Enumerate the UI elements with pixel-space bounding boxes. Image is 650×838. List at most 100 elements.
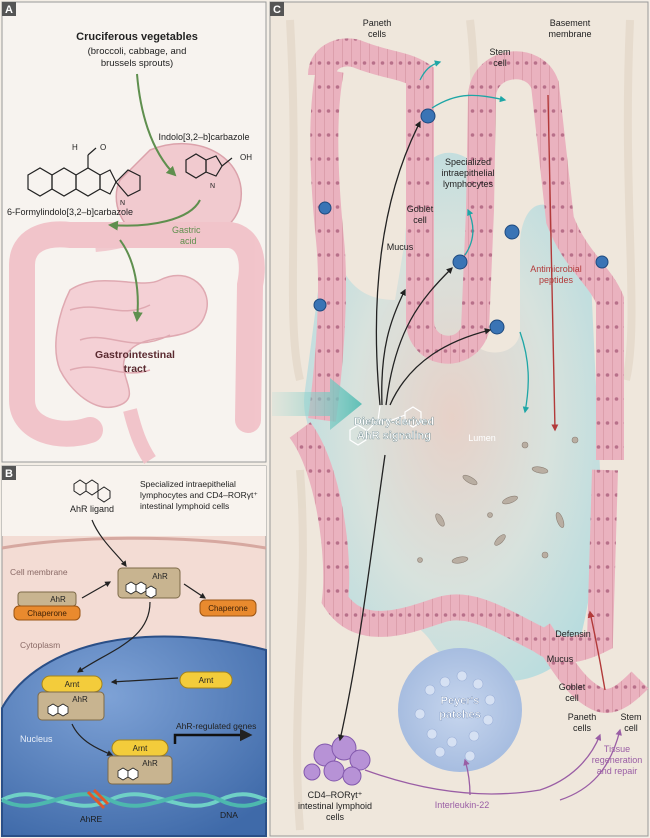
signaling-arrows xyxy=(337,120,492,742)
panel-c: C xyxy=(269,1,649,837)
arrow-to-ahr-bound xyxy=(81,581,112,599)
ahr-ligand-molecule xyxy=(73,479,111,503)
paneth-label-2: cells xyxy=(368,29,387,39)
purple-arrows xyxy=(364,728,622,801)
o-label: O xyxy=(100,143,106,152)
ahr-label-4: AhR xyxy=(142,759,158,768)
gi-tract-illustration xyxy=(9,142,265,464)
paneth2-label-1: Paneth xyxy=(568,712,597,722)
antimicrobial-label-1: Antimicrobial xyxy=(530,264,582,274)
tissue-label-3: and repair xyxy=(597,766,638,776)
spec-label-3: lymphocytes xyxy=(443,179,494,189)
stem2-label-2: cell xyxy=(624,723,638,733)
panel-a-letter: A xyxy=(5,4,13,16)
arnt-label-3: Arnt xyxy=(133,744,148,753)
goblet-label-1: Goblet xyxy=(407,204,434,214)
gastric-acid-line1: Gastric xyxy=(172,225,201,235)
cytoplasm-label: Cytoplasm xyxy=(20,640,60,650)
defensin-label: Defensin xyxy=(555,629,591,639)
ahr-chaperone-complex: AhR Chaperone xyxy=(13,591,81,621)
gene-transcription-arrow xyxy=(173,728,253,744)
indolo-carbazole-label: Indolo[3,2–b]carbazole xyxy=(158,132,249,142)
gi-tract-line2: tract xyxy=(124,363,147,375)
stem-label-2: cell xyxy=(493,58,507,68)
dna-label: DNA xyxy=(220,810,238,820)
stem2-label-1: Stem xyxy=(620,712,641,722)
cd4-label-3: cells xyxy=(326,812,345,822)
panel-a: A Cruciferous vegetables (broccoli, cabb… xyxy=(1,1,267,464)
chaperone-label-2: Chaperone xyxy=(208,604,248,613)
cd4-label-2: intestinal lymphoid xyxy=(298,801,372,811)
cruciferous-subtitle-1: (broccoli, cabbage, and xyxy=(88,46,187,57)
teal-arrows xyxy=(419,60,530,414)
panel-b-note-1: Specialized intraepithelial xyxy=(140,479,236,489)
goblet-label-2: cell xyxy=(413,215,427,225)
tissue-label-1: Tissue xyxy=(604,744,630,754)
h-label: H xyxy=(72,143,78,152)
arnt-free: Arnt xyxy=(179,671,233,689)
red-arrows xyxy=(547,94,606,691)
n-label-left: N xyxy=(120,200,125,207)
ahr-label-2: AhR xyxy=(152,572,168,581)
gastric-arrow xyxy=(108,199,201,231)
villi-epithelium xyxy=(289,38,649,713)
peyer-label-2: patches xyxy=(439,709,481,721)
ingestion-arrow xyxy=(136,73,177,177)
dietary-label-1: Dietary-derived xyxy=(354,416,434,428)
chaperone-label-1: Chaperone xyxy=(27,609,67,618)
basement-label-2: membrane xyxy=(548,29,591,39)
formylindolo-label: 6-Formylindolo[3,2–b]carbazole xyxy=(7,207,133,217)
cd4-cell-cluster xyxy=(303,735,371,786)
panel-b-note-3: intestinal lymphoid cells xyxy=(140,501,229,511)
gi-tract-line1: Gastrointestinal xyxy=(95,349,175,361)
dietary-ligand-molecule xyxy=(349,405,422,446)
ahre-label: AhRE xyxy=(80,814,103,824)
spec-label-1: Specialized xyxy=(445,157,491,167)
peyers-patches-shape xyxy=(398,648,522,772)
formylindolo-carbazole-molecule xyxy=(27,147,141,197)
arrow-to-dna xyxy=(71,723,114,756)
arrow-ligand-in xyxy=(91,519,127,567)
ahr-label-1: AhR xyxy=(50,595,66,604)
mucus-label-1: Mucus xyxy=(387,242,414,252)
gastric-acid-line2: acid xyxy=(180,236,197,246)
arrow-arnt-join xyxy=(110,677,179,685)
lumen-bacteria xyxy=(417,436,579,564)
nucleus-label: Nucleus xyxy=(20,734,53,744)
antimicrobial-label-2: peptides xyxy=(539,275,574,285)
arnt-label-1: Arnt xyxy=(199,676,214,685)
lumen-label: Lumen xyxy=(468,433,496,443)
dietary-input-arrow xyxy=(272,378,362,430)
goblet2-label-2: cell xyxy=(565,693,579,703)
spec-label-2: intraepithelial xyxy=(441,168,494,178)
ahr-ligand-label: AhR ligand xyxy=(70,504,114,514)
panel-c-letter: C xyxy=(273,4,281,16)
dietary-label-2: AhR signaling xyxy=(357,430,431,442)
chaperone-released: Chaperone xyxy=(199,599,257,617)
dna-helix xyxy=(1,788,267,810)
panel-b-letter: B xyxy=(5,468,13,480)
arrow-into-nucleus xyxy=(77,601,151,673)
cd4-label-1: CD4–RORγt⁺ xyxy=(308,790,363,800)
basement-label-1: Basement xyxy=(550,18,591,28)
to-gut-arrow xyxy=(119,239,143,322)
dna-bound-complex: Arnt AhR xyxy=(107,739,173,785)
indolo-carbazole-molecule xyxy=(185,153,233,179)
stem-label-1: Stem xyxy=(489,47,510,57)
cruciferous-subtitle-2: brussels sprouts) xyxy=(101,58,173,69)
arrow-chaperone-release xyxy=(183,583,206,599)
mucus-label-2: Mucus xyxy=(547,654,574,664)
n-label-right: N xyxy=(210,183,215,190)
il22-label: Interleukin-22 xyxy=(435,800,490,810)
goblet2-label-1: Goblet xyxy=(559,682,586,692)
oh-label: OH xyxy=(240,153,252,162)
cell-membrane-label: Cell membrane xyxy=(10,567,68,577)
arnt-ahr-complex: Arnt AhR xyxy=(37,675,105,721)
ahr-genes-label: AhR-regulated genes xyxy=(176,721,256,731)
arnt-label-2: Arnt xyxy=(65,680,80,689)
tissue-label-2: regeneration xyxy=(592,755,643,765)
panel-b-note-2: lymphocytes and CD4–RORγt⁺ xyxy=(140,490,258,500)
intraepithelial-lymphocytes xyxy=(313,108,609,335)
